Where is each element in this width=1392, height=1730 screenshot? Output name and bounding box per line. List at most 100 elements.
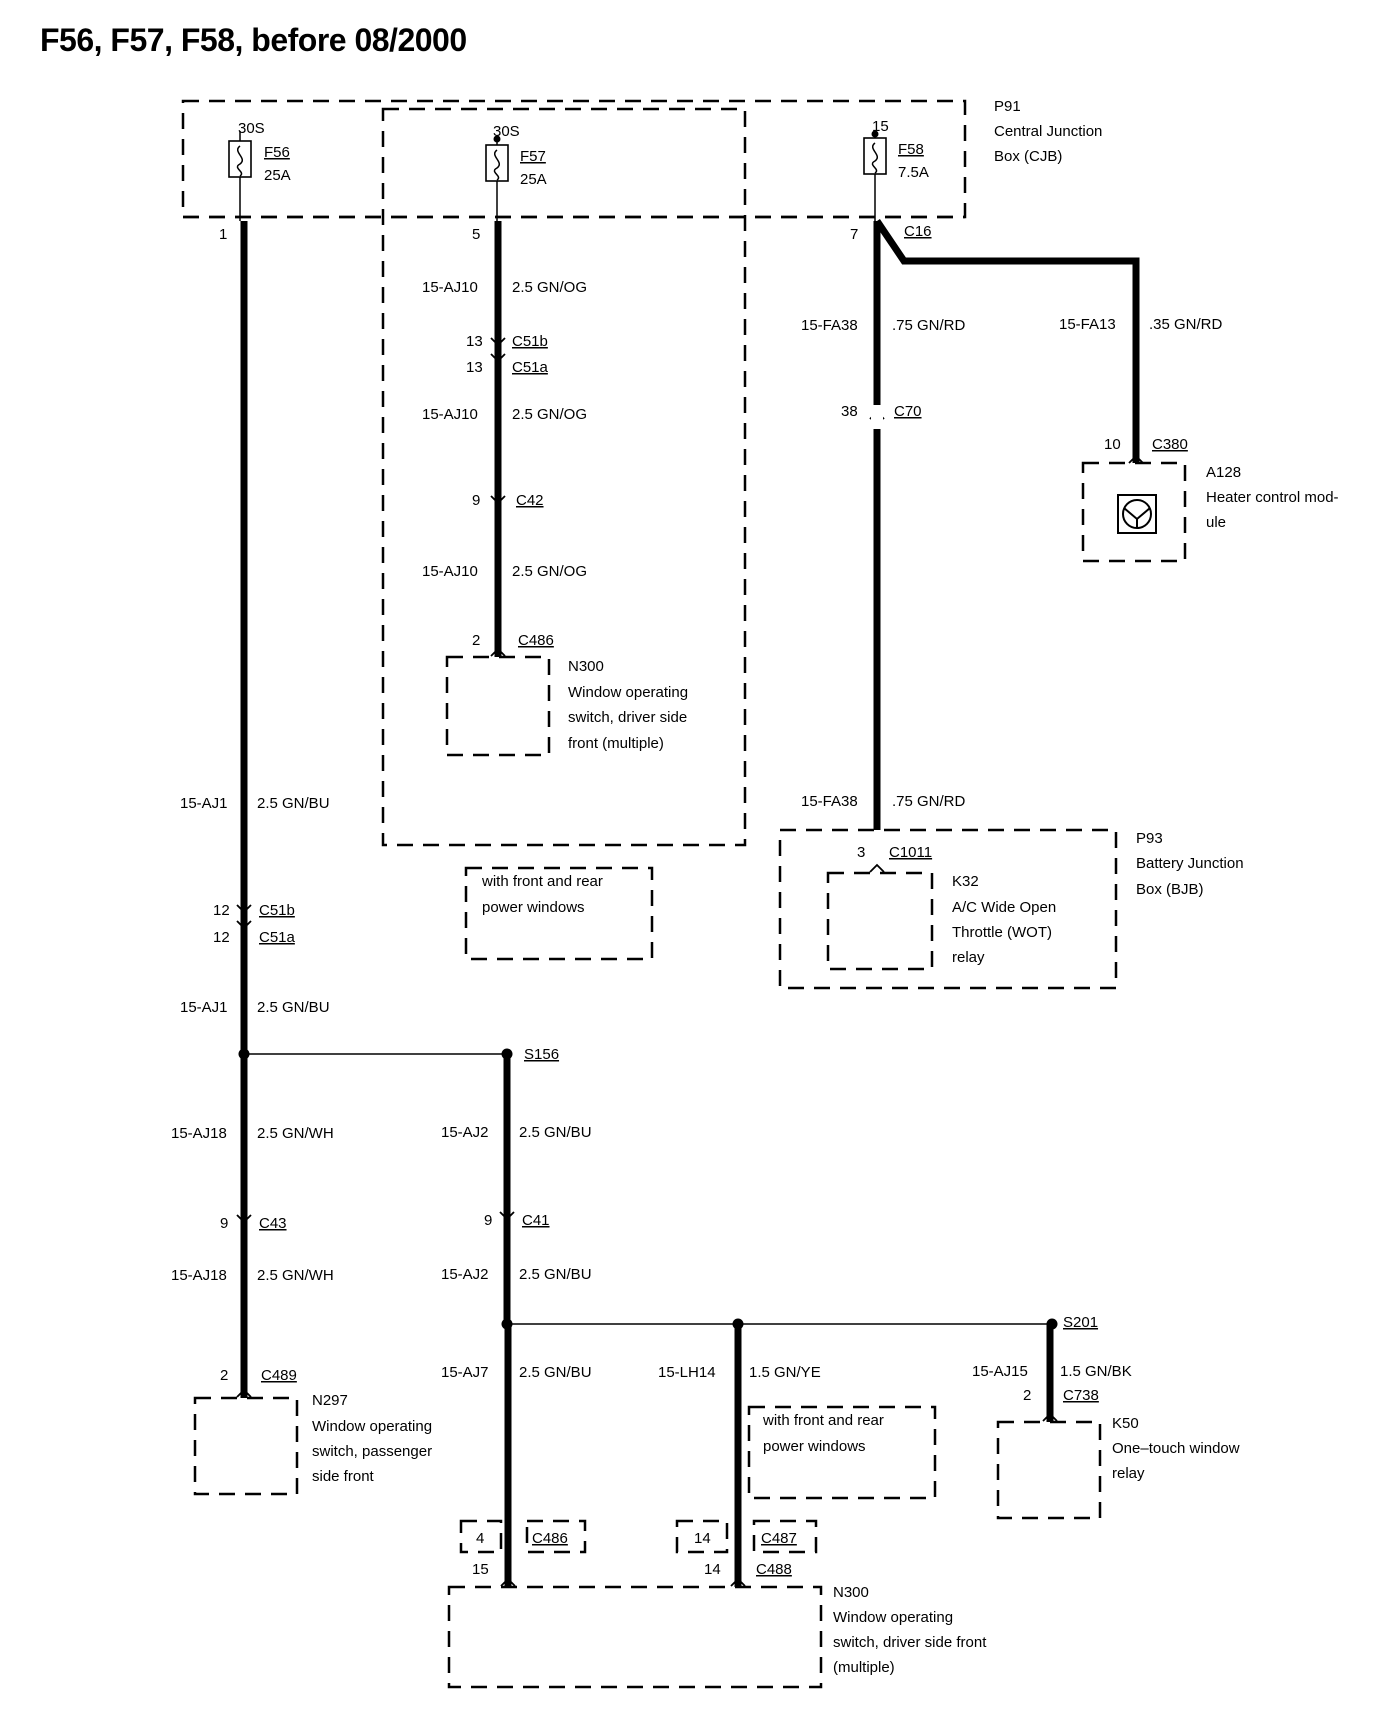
c487-id-box xyxy=(752,1519,818,1554)
connector-marks xyxy=(236,337,1144,1587)
wire-fa38-b-spec: .75 GN/RD xyxy=(892,793,966,810)
p93-id: P93 xyxy=(1136,830,1163,847)
wire-fa13 xyxy=(874,219,1140,463)
c488-id: C488 xyxy=(756,1561,792,1578)
n300-bottom-id: N300 xyxy=(833,1584,869,1601)
c70-pin: 38 xyxy=(841,403,858,420)
wire-aj10-b-spec: 2.5 GN/OG xyxy=(512,406,587,423)
wire-aj18-a-circuit: 15-AJ18 xyxy=(171,1125,227,1142)
c487-id: C487 xyxy=(761,1530,797,1547)
fuse-f57-rating: 25A xyxy=(520,171,547,188)
fuse-f57 xyxy=(485,135,509,221)
c51a-1-id: C51a xyxy=(512,359,549,376)
c51b-2-id: C51b xyxy=(259,902,295,919)
c51a-2-pin: 12 xyxy=(213,929,230,946)
fuse-f57-id: F57 xyxy=(520,148,546,165)
c42-pin: 9 xyxy=(472,492,480,509)
fuse-f56-rating: 25A xyxy=(264,167,291,184)
k50-box xyxy=(996,1420,1102,1520)
wire-aj10-a-circuit: 15-AJ10 xyxy=(422,279,478,296)
c489-pin: 2 xyxy=(220,1367,228,1384)
note-pw2-line1: with front and rear xyxy=(762,1412,884,1429)
wire-aj2-a-spec: 2.5 GN/BU xyxy=(519,1124,592,1141)
a128-line2: ule xyxy=(1206,514,1226,531)
c51b-1-pin: 13 xyxy=(466,333,483,350)
c486-bottom-pin: 4 xyxy=(476,1530,484,1547)
wire-lh14-circuit: 15-LH14 xyxy=(658,1364,716,1381)
wire-aj2-b-circuit: 15-AJ2 xyxy=(441,1266,489,1283)
page-title: F56, F57, F58, before 08/2000 xyxy=(40,22,467,58)
fuse-f57-pin: 5 xyxy=(472,226,480,243)
cjb-connector-c16: C16 xyxy=(904,223,932,240)
k32-box xyxy=(826,871,934,971)
wire-aj10-a-spec: 2.5 GN/OG xyxy=(512,279,587,296)
wire-aj7-spec: 2.5 GN/BU xyxy=(519,1364,592,1381)
wire-aj10-c-spec: 2.5 GN/OG xyxy=(512,563,587,580)
c488-pin-15: 15 xyxy=(472,1561,489,1578)
k32-id: K32 xyxy=(952,873,979,890)
note-pw1-line2: power windows xyxy=(482,899,585,916)
a128-line1: Heater control mod- xyxy=(1206,489,1339,506)
fuse-f58 xyxy=(863,130,887,221)
n300-top-box xyxy=(445,655,551,757)
fuse-f58-terminal: 15 xyxy=(872,118,889,135)
k50-line1: One–touch window xyxy=(1112,1440,1240,1457)
cjb-box xyxy=(181,99,967,219)
c42-id: C42 xyxy=(516,492,544,509)
c487-box xyxy=(675,1519,729,1554)
c486-bottom-id: C486 xyxy=(532,1530,568,1547)
c43-pin: 9 xyxy=(220,1215,228,1232)
wire-aj18-b-spec: 2.5 GN/WH xyxy=(257,1267,334,1284)
wire-aj18-a-spec: 2.5 GN/WH xyxy=(257,1125,334,1142)
wire-fa38-b-circuit: 15-FA38 xyxy=(801,793,858,810)
heater-control-icon xyxy=(1117,494,1157,534)
p93-line1: Battery Junction xyxy=(1136,855,1244,872)
c380-id: C380 xyxy=(1152,436,1188,453)
wire-aj15-spec: 1.5 GN/BK xyxy=(1060,1363,1132,1380)
n297-box xyxy=(193,1396,299,1496)
c488-pin-14: 14 xyxy=(704,1561,721,1578)
p93-line2: Box (BJB) xyxy=(1136,881,1204,898)
wire-fa38-a-circuit: 15-FA38 xyxy=(801,317,858,334)
n297-line1: Window operating xyxy=(312,1418,432,1435)
a128-id: A128 xyxy=(1206,464,1241,481)
n297-id: N297 xyxy=(312,1392,348,1409)
c51b-1-id: C51b xyxy=(512,333,548,350)
splice-dot-s156 xyxy=(501,1048,513,1060)
c41-id: C41 xyxy=(522,1212,550,1229)
c486-bottom-id-box xyxy=(525,1519,587,1554)
power-windows-note-box-1 xyxy=(464,866,654,961)
c738-id: C738 xyxy=(1063,1387,1099,1404)
c380-pin: 10 xyxy=(1104,436,1121,453)
c487-pin: 14 xyxy=(694,1530,711,1547)
wire-fa13-spec: .35 GN/RD xyxy=(1149,316,1223,333)
wire-aj10-b-circuit: 15-AJ10 xyxy=(422,406,478,423)
wire-aj1-b-circuit: 15-AJ1 xyxy=(180,999,228,1016)
fuse-f58-rating: 7.5A xyxy=(898,164,929,181)
c51b-2-pin: 12 xyxy=(213,902,230,919)
splice-dot-s201 xyxy=(1046,1318,1058,1330)
wire-aj1-b-spec: 2.5 GN/BU xyxy=(257,999,330,1016)
wire-aj1-a-spec: 2.5 GN/BU xyxy=(257,795,330,812)
k32-line1: A/C Wide Open xyxy=(952,899,1056,916)
c51a-2-id: C51a xyxy=(259,929,296,946)
c70-id: C70 xyxy=(894,403,922,420)
splice-dot-s201-left xyxy=(501,1318,513,1330)
p93-box xyxy=(778,828,1118,990)
c1011-id: C1011 xyxy=(889,844,932,861)
n297-line2: switch, passenger xyxy=(312,1443,432,1460)
wire-aj18-b-circuit: 15-AJ18 xyxy=(171,1267,227,1284)
cjb-name-line2: Box (CJB) xyxy=(994,148,1062,165)
c489-id: C489 xyxy=(261,1367,297,1384)
n300-bottom-line3: (multiple) xyxy=(833,1659,895,1676)
power-windows-note-box-2 xyxy=(747,1405,937,1500)
wire-fa38-a-spec: .75 GN/RD xyxy=(892,317,966,334)
n300-bottom-line1: Window operating xyxy=(833,1609,953,1626)
wire-fa13-circuit: 15-FA13 xyxy=(1059,316,1116,333)
n300-top-id: N300 xyxy=(568,658,604,675)
k50-id: K50 xyxy=(1112,1415,1139,1432)
c51a-1-pin: 13 xyxy=(466,359,483,376)
k32-line2: Throttle (WOT) xyxy=(952,924,1052,941)
n297-line3: side front xyxy=(312,1468,375,1485)
